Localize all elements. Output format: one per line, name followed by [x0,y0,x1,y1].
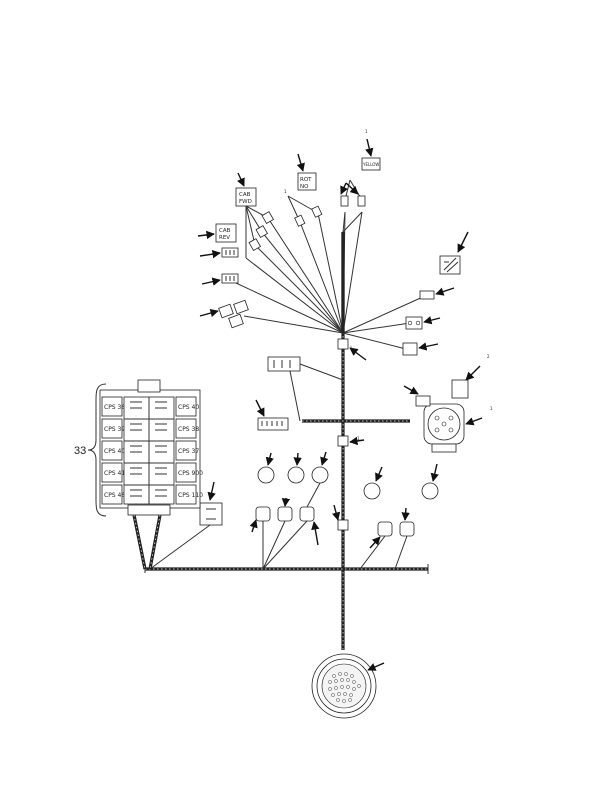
fuse-panel-relays [123,396,175,505]
multipin-connector [255,399,289,431]
rot-no-label-line2: NO [300,184,309,190]
upper-wire-fan [235,211,426,350]
cab-fwd-group: CAB FWD [235,172,275,258]
rot-no-group: ROT NO 1 [284,153,323,227]
fuse-panel: CPS 36 CPS 39 CPS 40 CPS 41 CPS 46 CPS 4… [99,379,203,570]
cab-fwd-label-line2: FWD [239,199,252,205]
fuse-panel-right-column: CPS 40 CPS 38 CPS 37 CPS 900 CPS 110 [175,396,203,505]
yellow-label: YELLOW [362,162,379,167]
round-connector-right: 1 2 [403,354,493,453]
callout-number: 33 [74,445,86,457]
fuse-panel-left-column: CPS 36 CPS 39 CPS 40 CPS 41 CPS 46 [101,396,125,505]
right-fan-connectors [402,287,455,356]
fuse-label-right-4: CPS 900 [178,470,203,477]
lower-left-connector [149,481,223,570]
cab-rev-label-line2: REV [219,235,230,241]
main-round-connector [311,653,385,719]
splice-points [337,338,349,531]
fuse-label-right-3: CPS 37 [178,448,199,455]
rot-no-label-line1: ROT [300,177,312,183]
fuse-label-left-3: CPS 40 [104,448,125,455]
main-round-connector-pins [328,672,361,703]
lower-branch-trunk [144,564,429,574]
fuse-label-right-2: CPS 38 [178,426,199,433]
svg-text:1: 1 [350,346,353,351]
fuse-label-right-5: CPS 110 [178,492,203,499]
trunk-callout-arrows: 1 1 [331,346,367,521]
lower-square-connectors [249,482,415,570]
cab-rev-label-line1: CAB [219,228,231,234]
left-fan-connectors [199,247,249,329]
fuse-label-right-1: CPS 40 [178,404,199,411]
fuse-label-left-4: CPS 41 [104,470,125,477]
yellow-group: YELLOW 1 [340,129,381,207]
svg-text:2: 2 [487,354,490,359]
fuse-label-left-1: CPS 36 [104,404,125,411]
mid-round-connectors [257,451,439,500]
cab-rev-group: CAB REV [197,223,237,243]
mid-connector-block [267,356,344,422]
right-module-icon [439,231,469,275]
callout-bracket: 33 [74,383,107,517]
svg-text:1: 1 [365,129,368,134]
svg-text:1: 1 [357,436,360,441]
fuse-label-left-2: CPS 39 [104,426,125,433]
svg-text:1: 1 [284,189,287,194]
cab-fwd-label-line1: CAB [239,192,251,198]
fuse-label-left-5: CPS 46 [104,492,125,499]
svg-text:1: 1 [490,406,493,411]
